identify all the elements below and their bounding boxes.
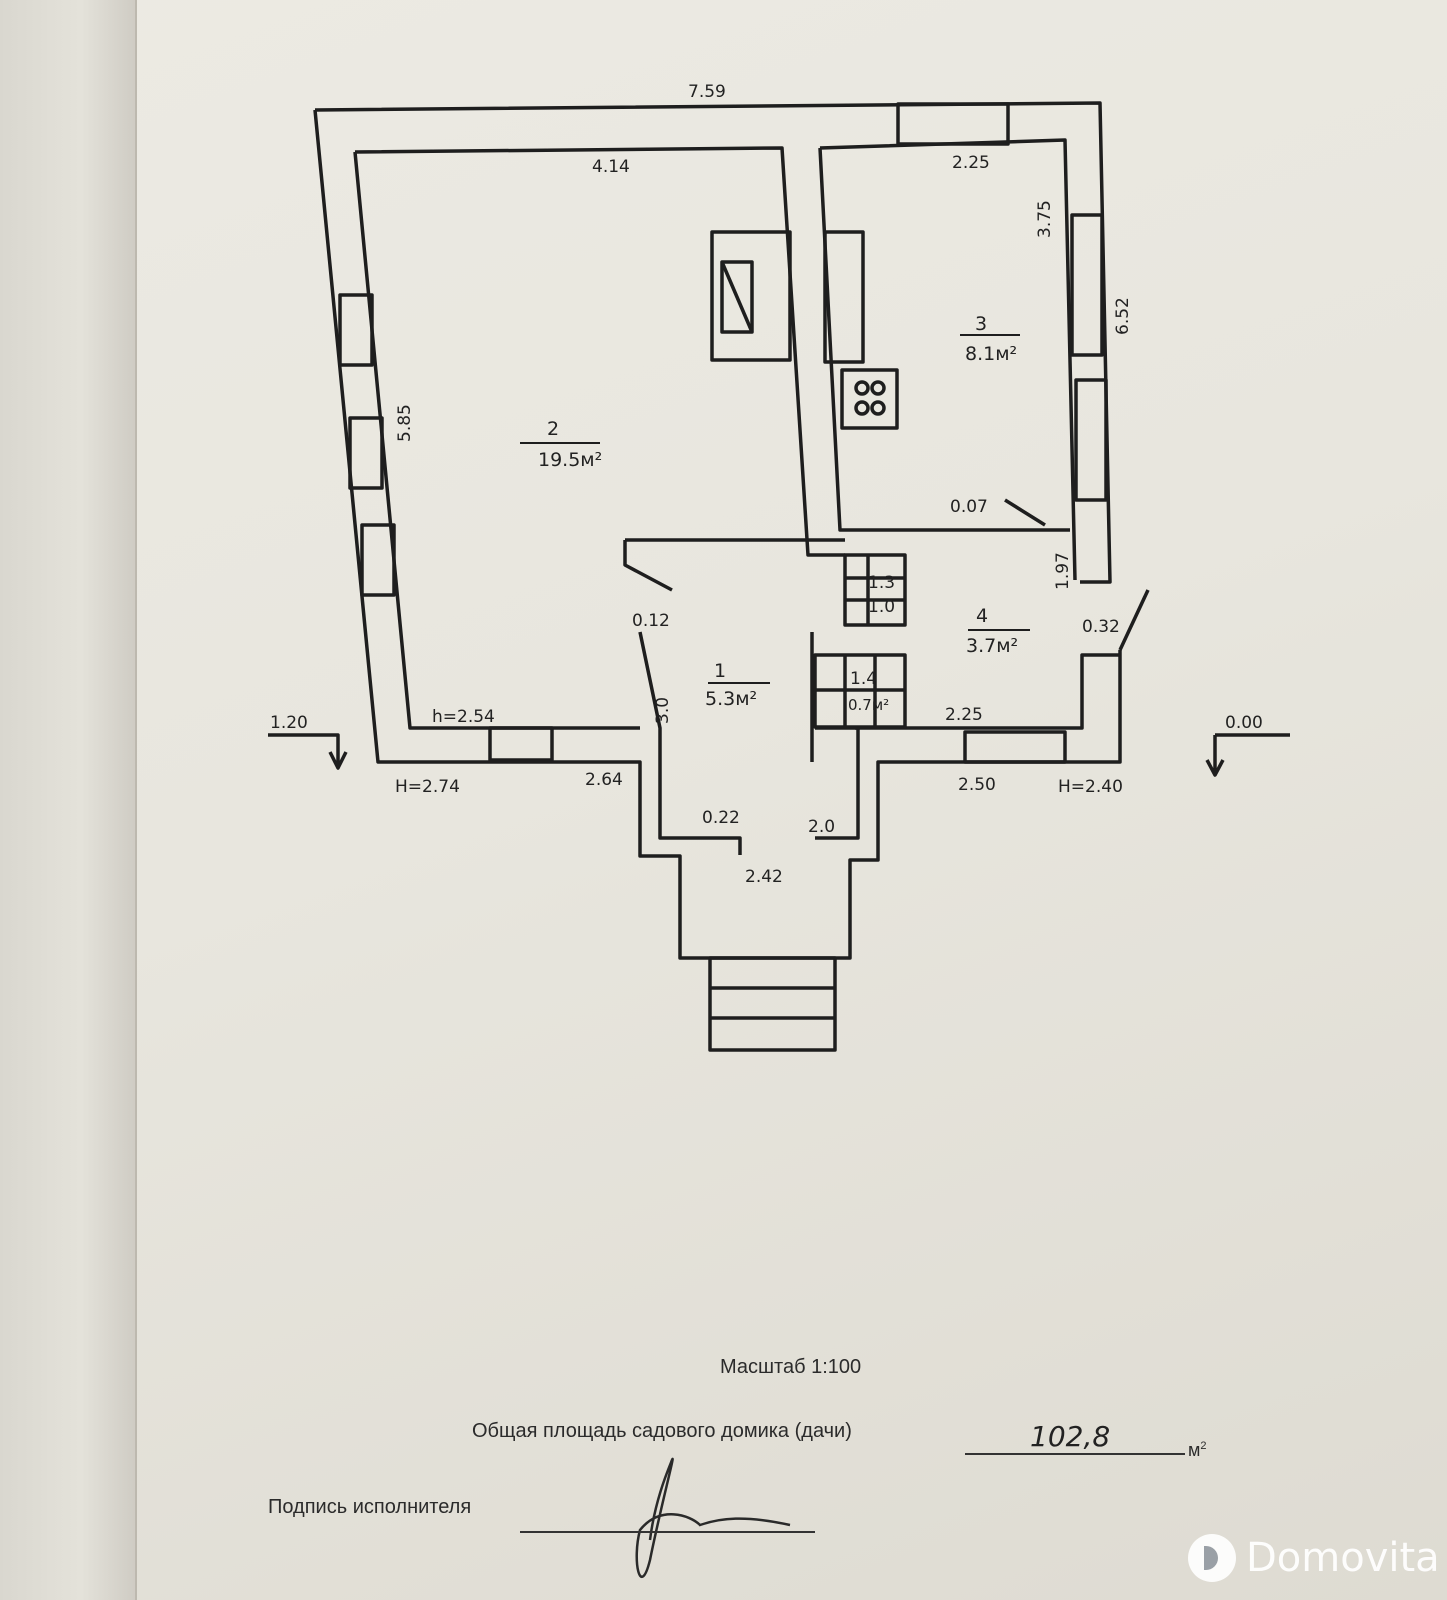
signature bbox=[635, 1457, 791, 1578]
area-unit-text: м bbox=[1188, 1440, 1201, 1460]
dim-right-total: 6.52 bbox=[1113, 297, 1133, 335]
level-marker-right bbox=[1205, 733, 1290, 777]
window-right-1 bbox=[1070, 213, 1104, 357]
room4-bottom bbox=[855, 653, 1120, 730]
dim-right-H: H=2.40 bbox=[1058, 777, 1123, 797]
dim-stair-13b: 1.0 bbox=[868, 597, 895, 617]
hall-door-arc bbox=[623, 540, 673, 592]
room14-area: 0.7м² bbox=[848, 696, 889, 714]
burner bbox=[870, 380, 886, 396]
dim-porch: 2.42 bbox=[745, 867, 783, 887]
dim-door-007: 0.07 bbox=[950, 497, 988, 517]
room2-number: 2 bbox=[547, 418, 559, 440]
scale-label: Масштаб 1:100 bbox=[720, 1356, 862, 1378]
dim-hall-depth: 3.0 bbox=[653, 697, 673, 724]
room4-number: 4 bbox=[976, 605, 988, 627]
burner bbox=[854, 380, 870, 396]
walls bbox=[268, 101, 1290, 1052]
total-area-label: Общая площадь садового домика (дачи) bbox=[472, 1420, 852, 1442]
watermark: Domovita bbox=[1188, 1530, 1440, 1586]
dim-room2-h: h=2.54 bbox=[432, 707, 495, 727]
page-edge bbox=[0, 0, 137, 1600]
room2-area: 19.5м² bbox=[538, 449, 602, 471]
room3-number: 3 bbox=[975, 313, 987, 335]
outer-wall-bottom bbox=[313, 109, 1122, 960]
dim-left-H: H=2.74 bbox=[395, 777, 460, 797]
stove-side bbox=[823, 230, 865, 364]
door-leader bbox=[1118, 589, 1150, 651]
room1-number: 1 bbox=[714, 660, 726, 682]
stove-firebox bbox=[720, 260, 754, 334]
dim-stair-13a: 1.3 bbox=[868, 573, 895, 593]
cooktop bbox=[840, 368, 899, 430]
outer-wall-top-right bbox=[314, 101, 1112, 584]
window-right-2 bbox=[1074, 378, 1108, 502]
dim-door-032: 0.32 bbox=[1082, 617, 1120, 637]
room1-area: 5.3м² bbox=[705, 688, 757, 710]
window-left-3 bbox=[360, 523, 396, 597]
watermark-text: Domovita bbox=[1246, 1535, 1440, 1581]
dim-stair-14: 1.4 bbox=[850, 669, 877, 689]
dim-room4-width: 2.25 bbox=[945, 705, 983, 725]
dim-left-height: 5.85 bbox=[395, 404, 415, 442]
dim-room3-window: 3.75 bbox=[1035, 200, 1055, 238]
dim-door-20: 2.0 bbox=[808, 817, 835, 837]
stove-diag bbox=[720, 261, 754, 333]
domovita-logo-icon bbox=[1188, 1534, 1236, 1582]
window-bottom-left bbox=[488, 726, 554, 762]
hall-left-wall bbox=[638, 631, 742, 855]
stove bbox=[710, 230, 792, 362]
total-area-unit: м2 bbox=[1188, 1440, 1207, 1461]
inner-wall-room2 bbox=[354, 146, 845, 557]
dim-bottom-right: 2.50 bbox=[958, 775, 996, 795]
door-leader-2 bbox=[1004, 498, 1046, 527]
total-area-line bbox=[965, 1453, 1185, 1455]
window-top bbox=[896, 102, 1010, 146]
window-left-1 bbox=[338, 293, 374, 367]
dim-right-lower: 1.97 bbox=[1053, 552, 1073, 590]
dim-right-level: 0.00 bbox=[1225, 713, 1263, 733]
stairs-upper-steps bbox=[845, 555, 905, 625]
room-underlines bbox=[520, 334, 1030, 684]
stairs-lower-steps bbox=[815, 655, 905, 727]
window-left-2 bbox=[348, 416, 384, 490]
level-marker-left bbox=[268, 733, 348, 770]
room4-area: 3.7м² bbox=[966, 635, 1018, 657]
porch-step-lines bbox=[710, 986, 835, 1020]
room-labels: 2 19.5м² 3 8.1м² 4 3.7м² 1 5.3м² 0.7м² bbox=[538, 313, 1018, 714]
dimension-labels: 7.59 4.14 2.25 3.75 6.52 5.85 0.07 1.97 … bbox=[270, 82, 1263, 887]
dim-door-012: 0.12 bbox=[632, 611, 670, 631]
room3-area: 8.1м² bbox=[965, 343, 1017, 365]
window-bottom-right bbox=[963, 730, 1067, 764]
dim-room2-width: 4.14 bbox=[592, 157, 630, 177]
burner bbox=[870, 400, 886, 416]
porch-steps bbox=[708, 956, 837, 1052]
burner bbox=[854, 400, 870, 416]
dim-bottom-left: 2.64 bbox=[585, 770, 623, 790]
signature-label: Подпись исполнителя bbox=[268, 1496, 472, 1518]
room3-partition bbox=[818, 147, 1070, 532]
signature-line bbox=[520, 1531, 815, 1533]
dim-top-total: 7.59 bbox=[688, 82, 726, 102]
dim-room3-width: 2.25 bbox=[952, 153, 990, 173]
dim-left-level: 1.20 bbox=[270, 713, 308, 733]
area-unit-sup: 2 bbox=[1200, 1440, 1207, 1452]
stairs-upper bbox=[843, 553, 907, 627]
dim-door-022: 0.22 bbox=[702, 808, 740, 828]
total-area-value: 102,8 bbox=[1030, 1420, 1111, 1453]
